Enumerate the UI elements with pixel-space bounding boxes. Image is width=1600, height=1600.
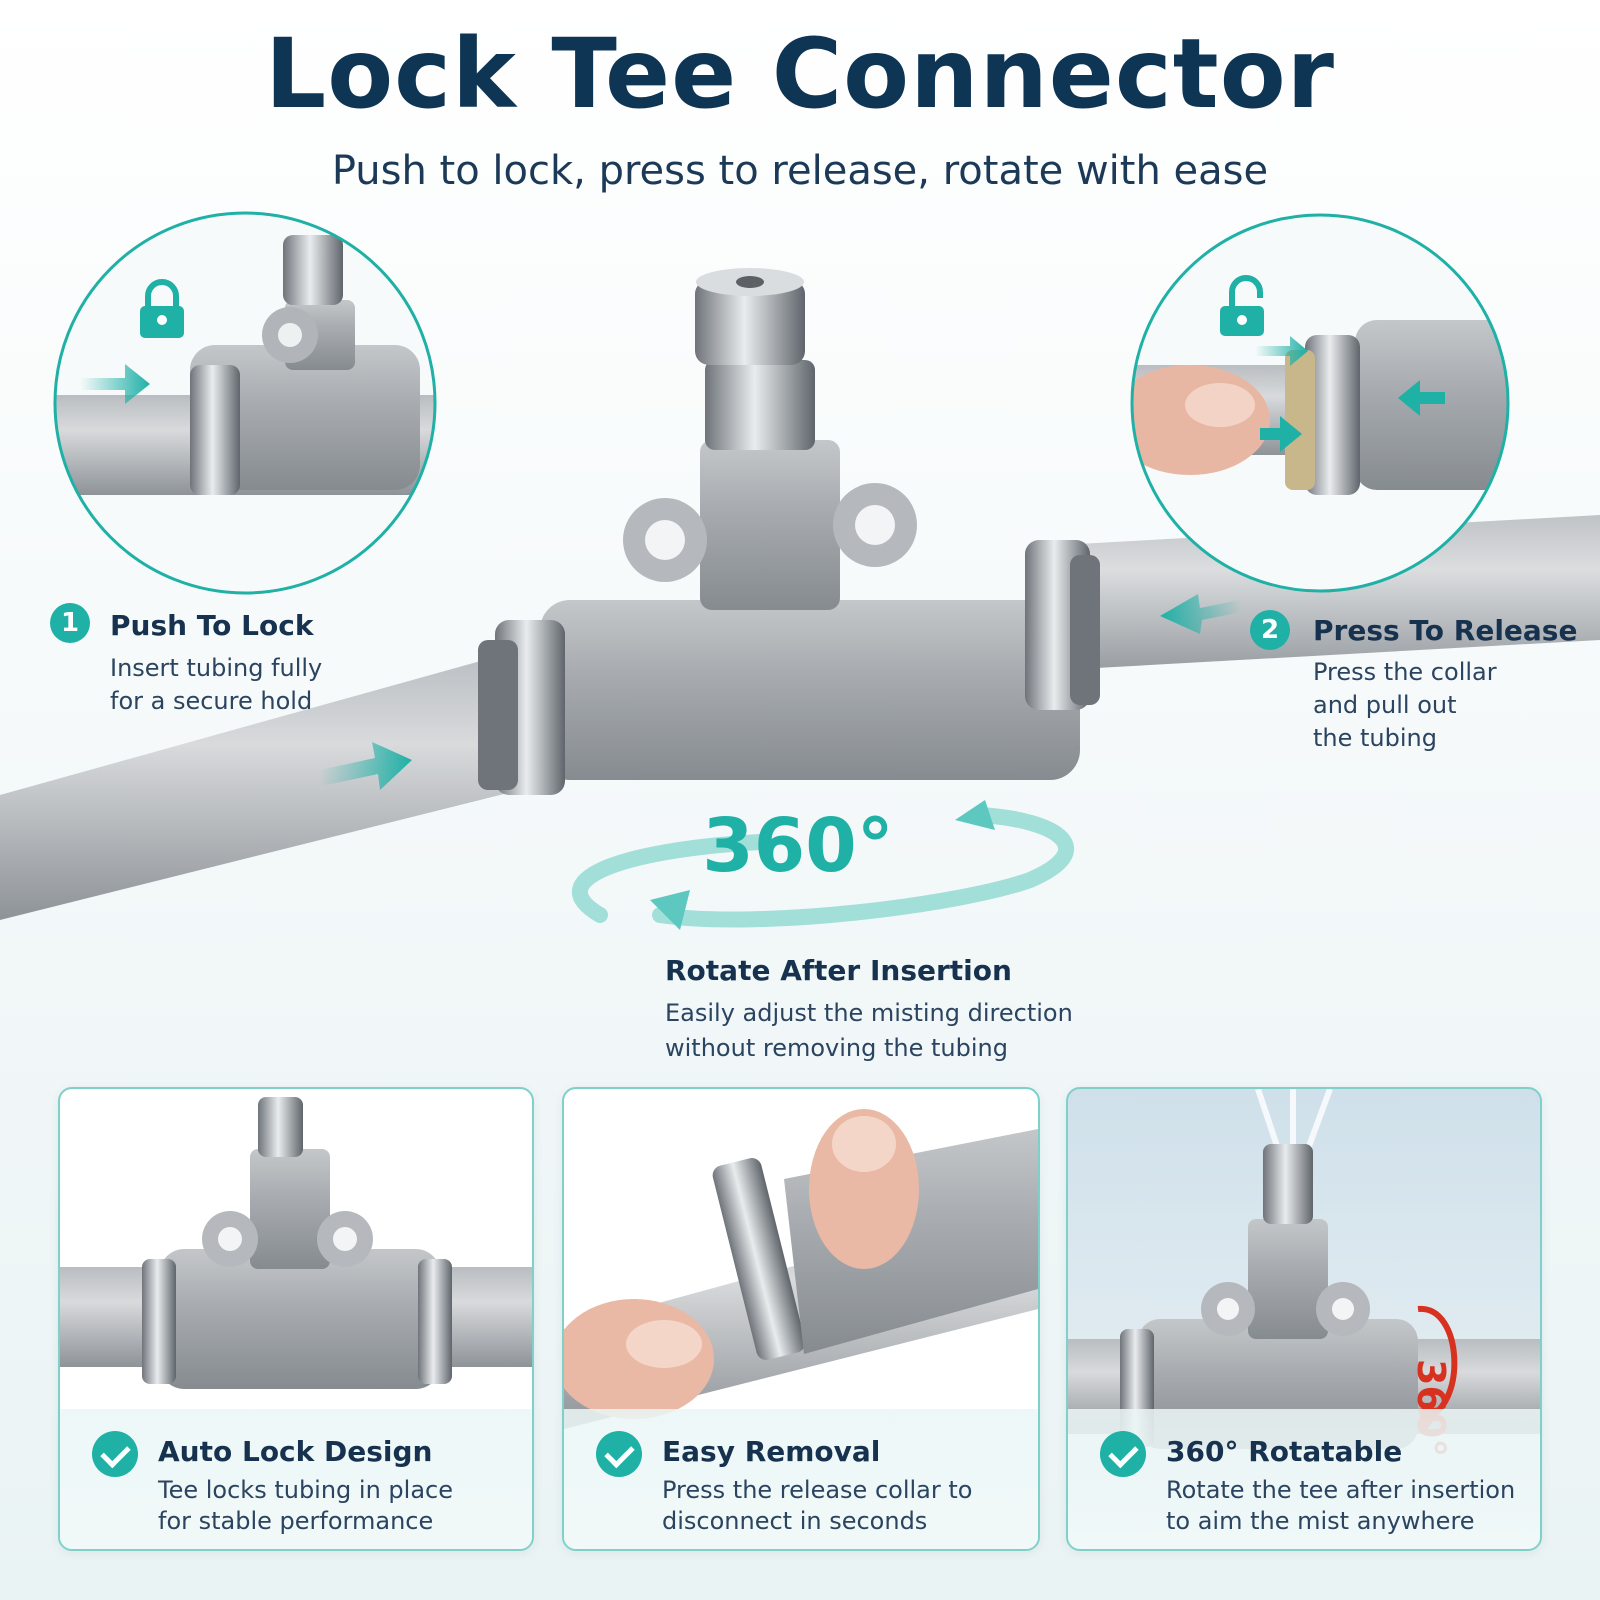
step-title-push-to-lock: Push To Lock <box>110 609 314 642</box>
rotate-desc: Easily adjust the misting direction with… <box>665 999 1073 1062</box>
tee-connector <box>478 268 1100 795</box>
card-title: Easy Removal <box>662 1435 881 1468</box>
rotate-360-icon <box>571 800 1074 930</box>
step-number-badge: 1 <box>50 603 90 643</box>
card-caption: Auto Lock Design Tee locks tubing in pla… <box>60 1409 532 1549</box>
check-circle-icon <box>92 1431 138 1477</box>
check-circle-icon <box>596 1431 642 1477</box>
page-subtitle: Push to lock, press to release, rotate w… <box>331 148 1269 194</box>
lock-open-icon <box>1220 275 1264 336</box>
card-caption: Easy Removal Press the release collar to… <box>564 1409 1038 1549</box>
card-desc: Press the release collar to disconnect i… <box>662 1476 973 1535</box>
page-title: Lock Tee Connector <box>265 18 1335 130</box>
step-desc-press-to-release: Press the collar and pull out the tubing <box>1313 658 1497 752</box>
step-number-badge: 2 <box>1250 610 1290 650</box>
step-title-press-to-release: Press To Release <box>1313 614 1578 647</box>
feature-card-360-rotatable: 360° 360° Rotatable Rotate the tee after… <box>1066 1087 1542 1551</box>
step-desc-push-to-lock: Insert tubing fully for a secure hold <box>110 654 323 715</box>
lock-closed-icon <box>140 279 184 338</box>
arrow-left-icon <box>1160 594 1242 634</box>
card-title: Auto Lock Design <box>158 1435 433 1468</box>
feature-card-auto-lock: Auto Lock Design Tee locks tubing in pla… <box>58 1087 534 1551</box>
easy-removal-illustration <box>564 1109 1038 1429</box>
feature-card-easy-removal: Easy Removal Press the release collar to… <box>562 1087 1040 1551</box>
card-desc: Tee locks tubing in place for stable per… <box>158 1476 453 1535</box>
rotate-title: Rotate After Insertion <box>665 954 1012 987</box>
card-title: 360° Rotatable <box>1166 1435 1403 1468</box>
auto-lock-illustration <box>60 1097 532 1389</box>
card-desc: Rotate the tee after insertion to aim th… <box>1166 1476 1516 1535</box>
rotation-degree-label: 360° <box>702 803 894 889</box>
product-scene <box>0 211 1600 930</box>
card-caption: 360° Rotatable Rotate the tee after inse… <box>1068 1409 1540 1549</box>
arrow-right-icon <box>320 742 412 790</box>
push-to-lock-zoom <box>53 211 437 595</box>
check-circle-icon <box>1100 1431 1146 1477</box>
